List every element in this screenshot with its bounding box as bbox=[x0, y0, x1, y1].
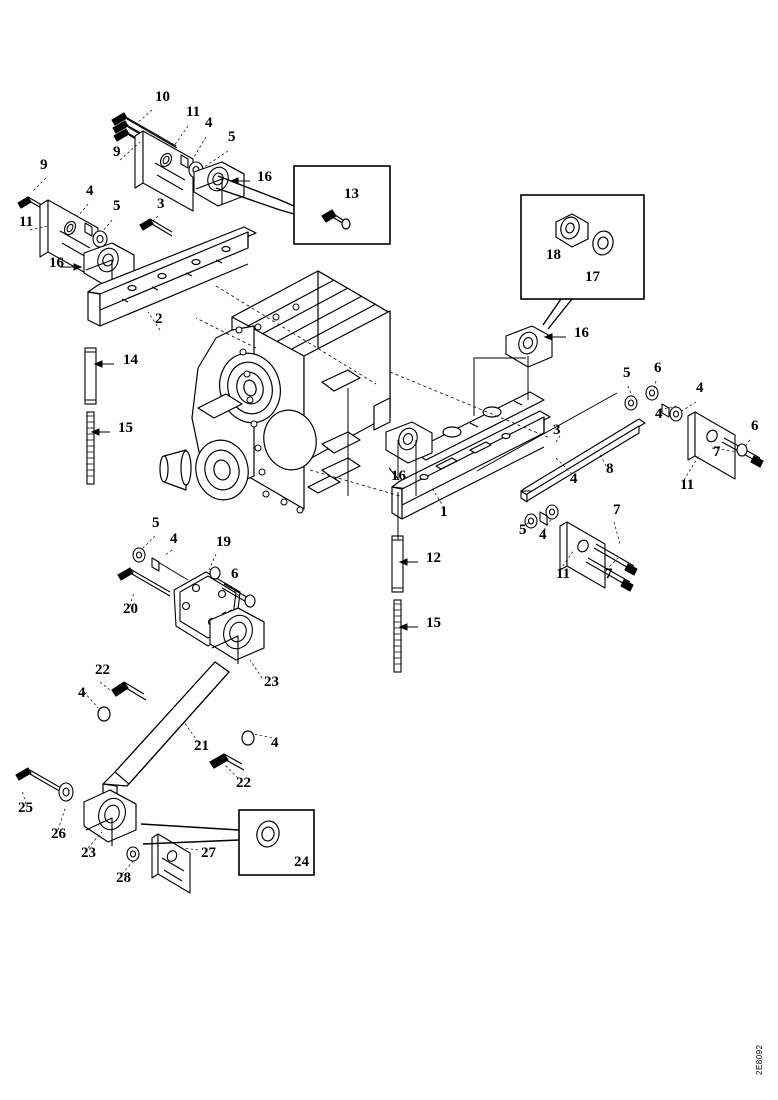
part-label-27: 27 bbox=[201, 845, 217, 861]
part-label-7: 7 bbox=[713, 444, 721, 460]
right-support-assembly bbox=[476, 325, 764, 592]
part-label-11: 11 bbox=[556, 566, 570, 582]
part-label-7: 7 bbox=[605, 566, 613, 582]
bolt-3-upper bbox=[139, 218, 173, 237]
part-label-5: 5 bbox=[113, 198, 121, 214]
callout-box-17-18 bbox=[520, 194, 645, 330]
rods-and-tubes bbox=[84, 347, 404, 673]
part-label-15: 15 bbox=[426, 615, 441, 631]
part-label-7: 7 bbox=[613, 502, 621, 518]
part-label-10: 10 bbox=[155, 89, 170, 105]
part-label-22: 22 bbox=[236, 775, 251, 791]
part-label-26: 26 bbox=[51, 826, 67, 842]
part-label-25: 25 bbox=[18, 800, 33, 816]
part-label-16: 16 bbox=[574, 325, 590, 341]
part-label-5: 5 bbox=[152, 515, 160, 531]
part-label-9: 9 bbox=[40, 157, 48, 173]
bottom-left-mount-group bbox=[15, 767, 191, 894]
part-label-3: 3 bbox=[553, 422, 561, 438]
part-label-5: 5 bbox=[519, 522, 527, 538]
part-label-12: 12 bbox=[426, 550, 441, 566]
part-label-5: 5 bbox=[623, 365, 631, 381]
part-label-3: 3 bbox=[157, 196, 165, 212]
part-label-16: 16 bbox=[49, 255, 65, 271]
part-label-4: 4 bbox=[655, 406, 663, 422]
part-label-4: 4 bbox=[205, 115, 213, 131]
front-rail-2 bbox=[87, 226, 257, 327]
part-label-6: 6 bbox=[654, 360, 662, 376]
part-label-8: 8 bbox=[606, 461, 614, 477]
transmission-case bbox=[159, 270, 391, 514]
part-label-4: 4 bbox=[170, 531, 178, 547]
part-label-5: 5 bbox=[228, 129, 236, 145]
assembly-connectors-solid bbox=[347, 356, 529, 540]
part-label-20: 20 bbox=[123, 601, 138, 617]
part-label-13: 13 bbox=[344, 186, 359, 202]
callout-box-13 bbox=[215, 165, 391, 245]
lower-left-bracket-group bbox=[117, 547, 265, 664]
part-label-4: 4 bbox=[539, 527, 547, 543]
part-label-19: 19 bbox=[216, 534, 231, 550]
part-label-16: 16 bbox=[391, 468, 407, 484]
part-label-4: 4 bbox=[570, 471, 578, 487]
part-label-18: 18 bbox=[546, 247, 561, 263]
part-label-4: 4 bbox=[271, 735, 279, 751]
part-label-17: 17 bbox=[585, 269, 601, 285]
part-label-21: 21 bbox=[194, 738, 209, 754]
part-label-23: 23 bbox=[81, 845, 96, 861]
part-label-24: 24 bbox=[294, 854, 310, 870]
upper-center-mount-group bbox=[111, 112, 245, 212]
part-label-6: 6 bbox=[231, 566, 239, 582]
part-label-1: 1 bbox=[440, 504, 448, 520]
part-label-2: 2 bbox=[155, 311, 163, 327]
part-label-22: 22 bbox=[95, 662, 110, 678]
callout-box-24 bbox=[140, 809, 315, 876]
transmission-rail-1 bbox=[391, 391, 551, 520]
part-label-28: 28 bbox=[116, 870, 131, 886]
part-label-9: 9 bbox=[113, 144, 121, 160]
part-label-6: 6 bbox=[751, 418, 759, 434]
part-label-16: 16 bbox=[257, 169, 273, 185]
part-label-23: 23 bbox=[264, 674, 279, 690]
assembly-connectors bbox=[195, 285, 551, 497]
part-label-14: 14 bbox=[123, 352, 139, 368]
part-label-11: 11 bbox=[19, 214, 33, 230]
part-label-11: 11 bbox=[186, 104, 200, 120]
part-label-4: 4 bbox=[86, 183, 94, 199]
part-label-11: 11 bbox=[680, 477, 694, 493]
pointer-arrows bbox=[60, 177, 566, 631]
part-label-4: 4 bbox=[78, 685, 86, 701]
part-label-15: 15 bbox=[118, 420, 133, 436]
leader-lines bbox=[21, 109, 751, 875]
torque-strut-21 bbox=[97, 661, 255, 811]
sheet-code: 2E8092 bbox=[755, 1044, 764, 1075]
part-label-4: 4 bbox=[696, 380, 704, 396]
